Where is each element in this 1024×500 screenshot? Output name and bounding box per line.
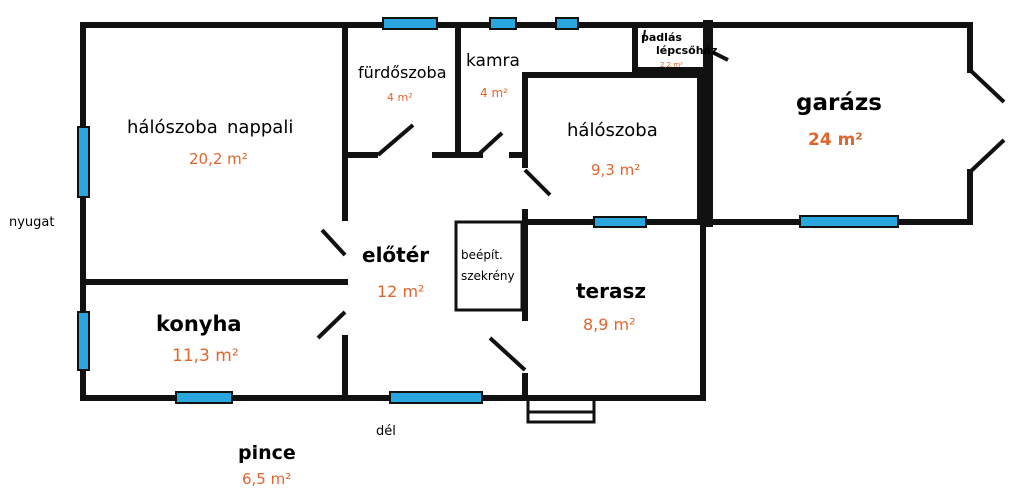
room-label-pantry: kamra [466, 51, 520, 71]
window-livingroom [77, 126, 90, 198]
steps-outer [526, 396, 596, 424]
window-hall-south [389, 391, 483, 404]
room-area-pantry: 4 m² [480, 86, 508, 100]
room-area-attic: 2,2 m² [660, 61, 683, 69]
room-label-bedroom-living-1: hálószoba [127, 117, 218, 138]
entry-steps [526, 396, 596, 424]
room-label-kitchen: konyha [156, 312, 242, 336]
window-bedroom2 [593, 216, 647, 228]
room-area-kitchen: 11,3 m² [172, 346, 239, 366]
room-label-bedroom2: hálószoba [567, 120, 658, 141]
orientation-west: nyugat [9, 215, 55, 230]
room-label-garage: garázs [796, 90, 882, 116]
room-area-bedroom2: 9,3 m² [591, 161, 641, 179]
room-label-bathroom: fürdőszoba [358, 63, 447, 82]
room-label-bedroom-living-2: nappali [227, 117, 294, 138]
room-label-cellar: pince [238, 442, 296, 464]
window-kitchen-south [175, 391, 233, 404]
window-bath [382, 17, 438, 30]
garage-door-top [968, 68, 1006, 104]
room-label-attic-1: padlás [641, 31, 682, 44]
window-garage [799, 215, 899, 228]
door-pantry [476, 131, 504, 157]
wardrobe [454, 220, 524, 312]
window-kitchen [77, 311, 90, 371]
room-area-bedroom-living: 20,2 m² [189, 150, 248, 168]
door-livingroom [320, 228, 347, 257]
room-label-wardrobe-2: szekrény [461, 269, 515, 283]
room-area-cellar: 6,5 m² [242, 470, 292, 488]
room-area-garage: 24 m² [808, 130, 863, 150]
windows [77, 17, 899, 404]
stair-mark [642, 29, 646, 43]
orientation-south: dél [376, 424, 396, 439]
room-area-hall: 12 m² [377, 282, 425, 301]
room-area-bathroom: 4 m² [387, 91, 413, 104]
room-label-terrace: terasz [576, 279, 647, 303]
walls [80, 20, 973, 401]
room-label-attic-2: lépcsőház [656, 44, 718, 57]
room-label-hall: előtér [362, 243, 430, 267]
window-pantry-2 [555, 17, 579, 30]
wardrobe-box [454, 220, 524, 312]
door-stair [707, 48, 729, 62]
garage-door-bottom [968, 138, 1006, 174]
door-bedroom2 [523, 168, 552, 197]
window-pantry-1 [489, 17, 517, 30]
door-bathroom [376, 123, 415, 157]
door-swings [316, 29, 1006, 372]
door-terrace [488, 336, 527, 372]
room-label-wardrobe-1: beépít. [461, 248, 503, 262]
door-kitchen [316, 310, 347, 340]
room-area-terrace: 8,9 m² [583, 315, 636, 334]
